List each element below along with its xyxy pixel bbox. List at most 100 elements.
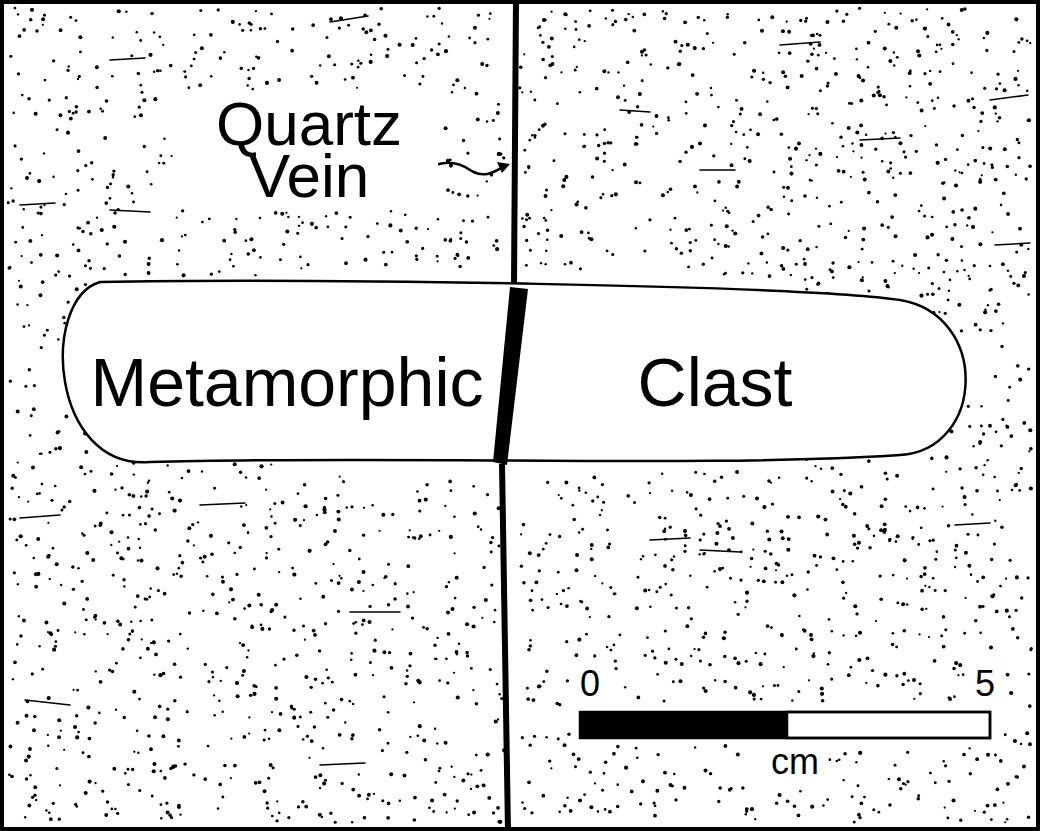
stipple-dot [683, 550, 686, 553]
stipple-dot [790, 274, 792, 276]
stipple-dot [63, 203, 66, 206]
stipple-dot [112, 169, 115, 172]
stipple-dot [851, 142, 854, 145]
stipple-dot [222, 239, 226, 243]
stipple-dot [888, 540, 891, 543]
stipple-dot [187, 469, 191, 473]
stipple-dot [974, 466, 978, 470]
stipple-dot [199, 9, 202, 12]
stipple-dot [601, 483, 604, 486]
stipple-dot [896, 56, 899, 59]
stipple-dot [279, 712, 283, 716]
stipple-dot [178, 249, 180, 251]
stipple-dot [918, 272, 920, 274]
stipple-dot [728, 211, 731, 214]
stipple-dot [924, 585, 926, 587]
stipple-dot [819, 34, 822, 37]
stipple-dot [486, 120, 489, 123]
stipple-dot [496, 111, 500, 115]
stipple-dot [1015, 174, 1017, 176]
stipple-dot [969, 772, 972, 775]
stipple-dot [112, 36, 114, 38]
stipple-dot [990, 288, 993, 291]
stipple-dot [913, 253, 917, 257]
stipple-dot [730, 163, 734, 167]
stipple-dot [248, 21, 252, 25]
stipple-dot [563, 804, 567, 808]
stipple-dot [265, 552, 267, 554]
stipple-dot [10, 775, 14, 779]
stipple-dot [126, 185, 130, 189]
stipple-dot [835, 9, 838, 12]
stipple-dot [252, 248, 256, 252]
stipple-dot [363, 507, 365, 509]
stipple-dot [498, 820, 502, 824]
stipple-dot [953, 223, 956, 226]
stipple-dot [225, 666, 228, 669]
stipple-dot [670, 242, 673, 245]
stipple-dot [694, 239, 697, 242]
stipple-dot [282, 243, 285, 246]
stipple-dot [103, 621, 107, 625]
stipple-dot [292, 716, 296, 720]
stipple-dot [834, 72, 838, 76]
stipple-dot [811, 107, 814, 110]
stipple-dot [99, 108, 101, 110]
stipple-dot [845, 13, 848, 16]
stipple-dot [1020, 37, 1024, 41]
stipple-dot [860, 143, 864, 147]
stipple-dot [996, 120, 998, 122]
stipple-dot [418, 82, 421, 85]
stipple-dot [154, 528, 157, 531]
stipple-dot [239, 642, 241, 644]
stipple-dot [406, 669, 408, 671]
stipple-dot [780, 633, 784, 637]
stipple-dot [475, 702, 479, 706]
stipple-dot [902, 150, 905, 153]
stipple-dot [1009, 559, 1012, 562]
stipple-dot [85, 597, 89, 601]
stipple-dot [576, 66, 578, 68]
stipple-dot [604, 760, 608, 764]
stipple-dot [888, 59, 892, 63]
stipple-dot [602, 193, 605, 196]
stipple-dot [109, 530, 113, 534]
stipple-dot [382, 650, 386, 654]
stipple-dot [974, 619, 978, 623]
stipple-dot [735, 131, 738, 134]
stipple-dot [645, 53, 648, 56]
stipple-dot [899, 172, 902, 175]
stipple-dot [764, 550, 767, 553]
stipple-dot [166, 717, 170, 721]
stipple-dot [533, 735, 536, 738]
stipple-dot [194, 51, 197, 54]
stipple-dot [1025, 177, 1028, 180]
stipple-dot [839, 498, 841, 500]
stipple-dot [790, 199, 793, 202]
stipple-dot [282, 658, 285, 661]
stipple-dot [235, 573, 238, 576]
stipple-dot [141, 638, 143, 640]
stipple-dot [9, 380, 12, 383]
stipple-dot [445, 811, 447, 813]
stipple-dot [667, 648, 670, 651]
stipple-dot [78, 227, 81, 230]
stipple-dot [545, 189, 548, 192]
stipple-dot [337, 518, 341, 522]
stipple-dot [525, 218, 528, 221]
stipple-dot [337, 581, 341, 585]
stipple-dot [694, 746, 696, 748]
stipple-dot [815, 246, 818, 249]
stipple-dot [863, 796, 866, 799]
stipple-dot [388, 651, 391, 654]
stipple-dot [215, 611, 219, 615]
stipple-dot [93, 721, 97, 725]
stipple-dot [894, 234, 898, 238]
stipple-dot [626, 494, 630, 498]
stipple-dot [165, 802, 168, 805]
stipple-dot [560, 497, 563, 500]
stipple-dot [724, 244, 728, 248]
stipple-dot [116, 619, 120, 623]
stipple-dot [674, 217, 677, 220]
stipple-dot [995, 112, 997, 114]
